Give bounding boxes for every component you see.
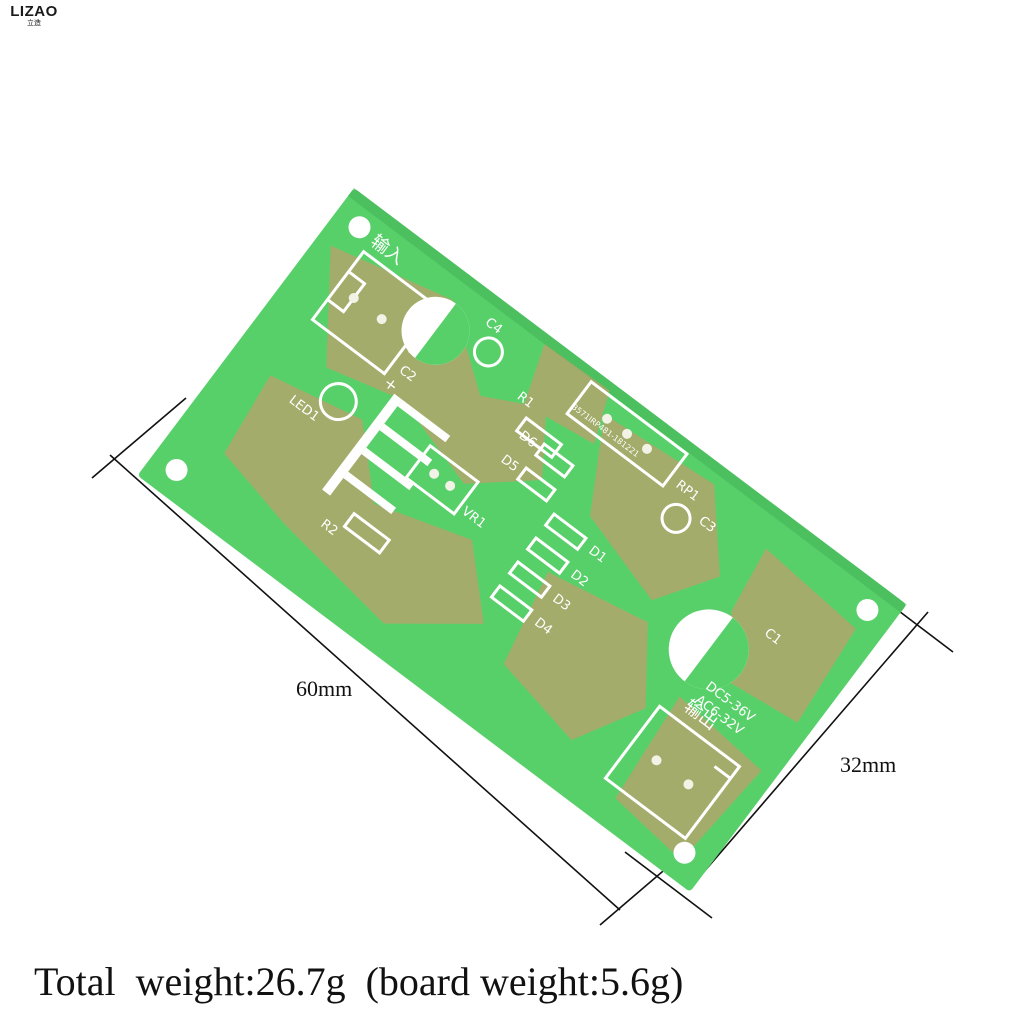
d4-outline bbox=[489, 583, 534, 624]
d1-outline bbox=[543, 511, 589, 552]
r2-outline bbox=[342, 511, 392, 555]
length-dimension-line bbox=[109, 454, 621, 911]
logo-brand: LIZAO bbox=[10, 3, 58, 20]
pcb-substrate bbox=[138, 189, 906, 891]
silkscreen-outlines bbox=[310, 249, 742, 841]
mount-hole-1 bbox=[348, 216, 371, 239]
width-dimension-line bbox=[689, 611, 929, 889]
mount-hole-2 bbox=[856, 598, 879, 621]
logo-subtitle: 立造 bbox=[27, 20, 41, 27]
mount-hole-4 bbox=[673, 841, 696, 864]
length-tick-left bbox=[91, 397, 187, 479]
electrolytic-capacitors bbox=[401, 296, 749, 690]
total-weight-text: Total weight:26.7g bbox=[34, 959, 346, 1004]
d3-outline bbox=[507, 559, 552, 600]
width-dimension-label: 32mm bbox=[840, 752, 897, 777]
mount-hole-3 bbox=[165, 459, 188, 482]
brand-logo: LIZAO 立造 bbox=[4, 4, 64, 28]
r1-outline bbox=[514, 415, 564, 460]
pcb-edge-shade bbox=[347, 188, 907, 613]
board-weight-text: (board weight:5.6g) bbox=[365, 959, 684, 1004]
rp1-outline bbox=[564, 379, 690, 489]
c4-outline bbox=[472, 336, 504, 368]
width-tick-bottom bbox=[624, 851, 713, 919]
vr1-outline bbox=[404, 443, 481, 516]
d5-outline bbox=[515, 465, 558, 503]
output-terminal-outline bbox=[603, 704, 742, 841]
led1-outline bbox=[318, 382, 358, 422]
d6-outline bbox=[533, 441, 576, 479]
mounting-holes bbox=[165, 216, 879, 864]
length-dimension-label: 60mm bbox=[296, 676, 353, 701]
copper-traces bbox=[224, 245, 856, 861]
solder-pads bbox=[348, 293, 694, 790]
d2-outline bbox=[525, 535, 571, 576]
pcb-board: 输入 输出 AC6-32V DC5-36V C2 C4 C1 C3 R1 R2 … bbox=[138, 188, 907, 891]
c3-outline bbox=[660, 502, 692, 534]
weight-caption: Total weight:26.7g (board weight:5.6g) bbox=[34, 958, 683, 1005]
heatsink-pattern bbox=[322, 393, 451, 515]
